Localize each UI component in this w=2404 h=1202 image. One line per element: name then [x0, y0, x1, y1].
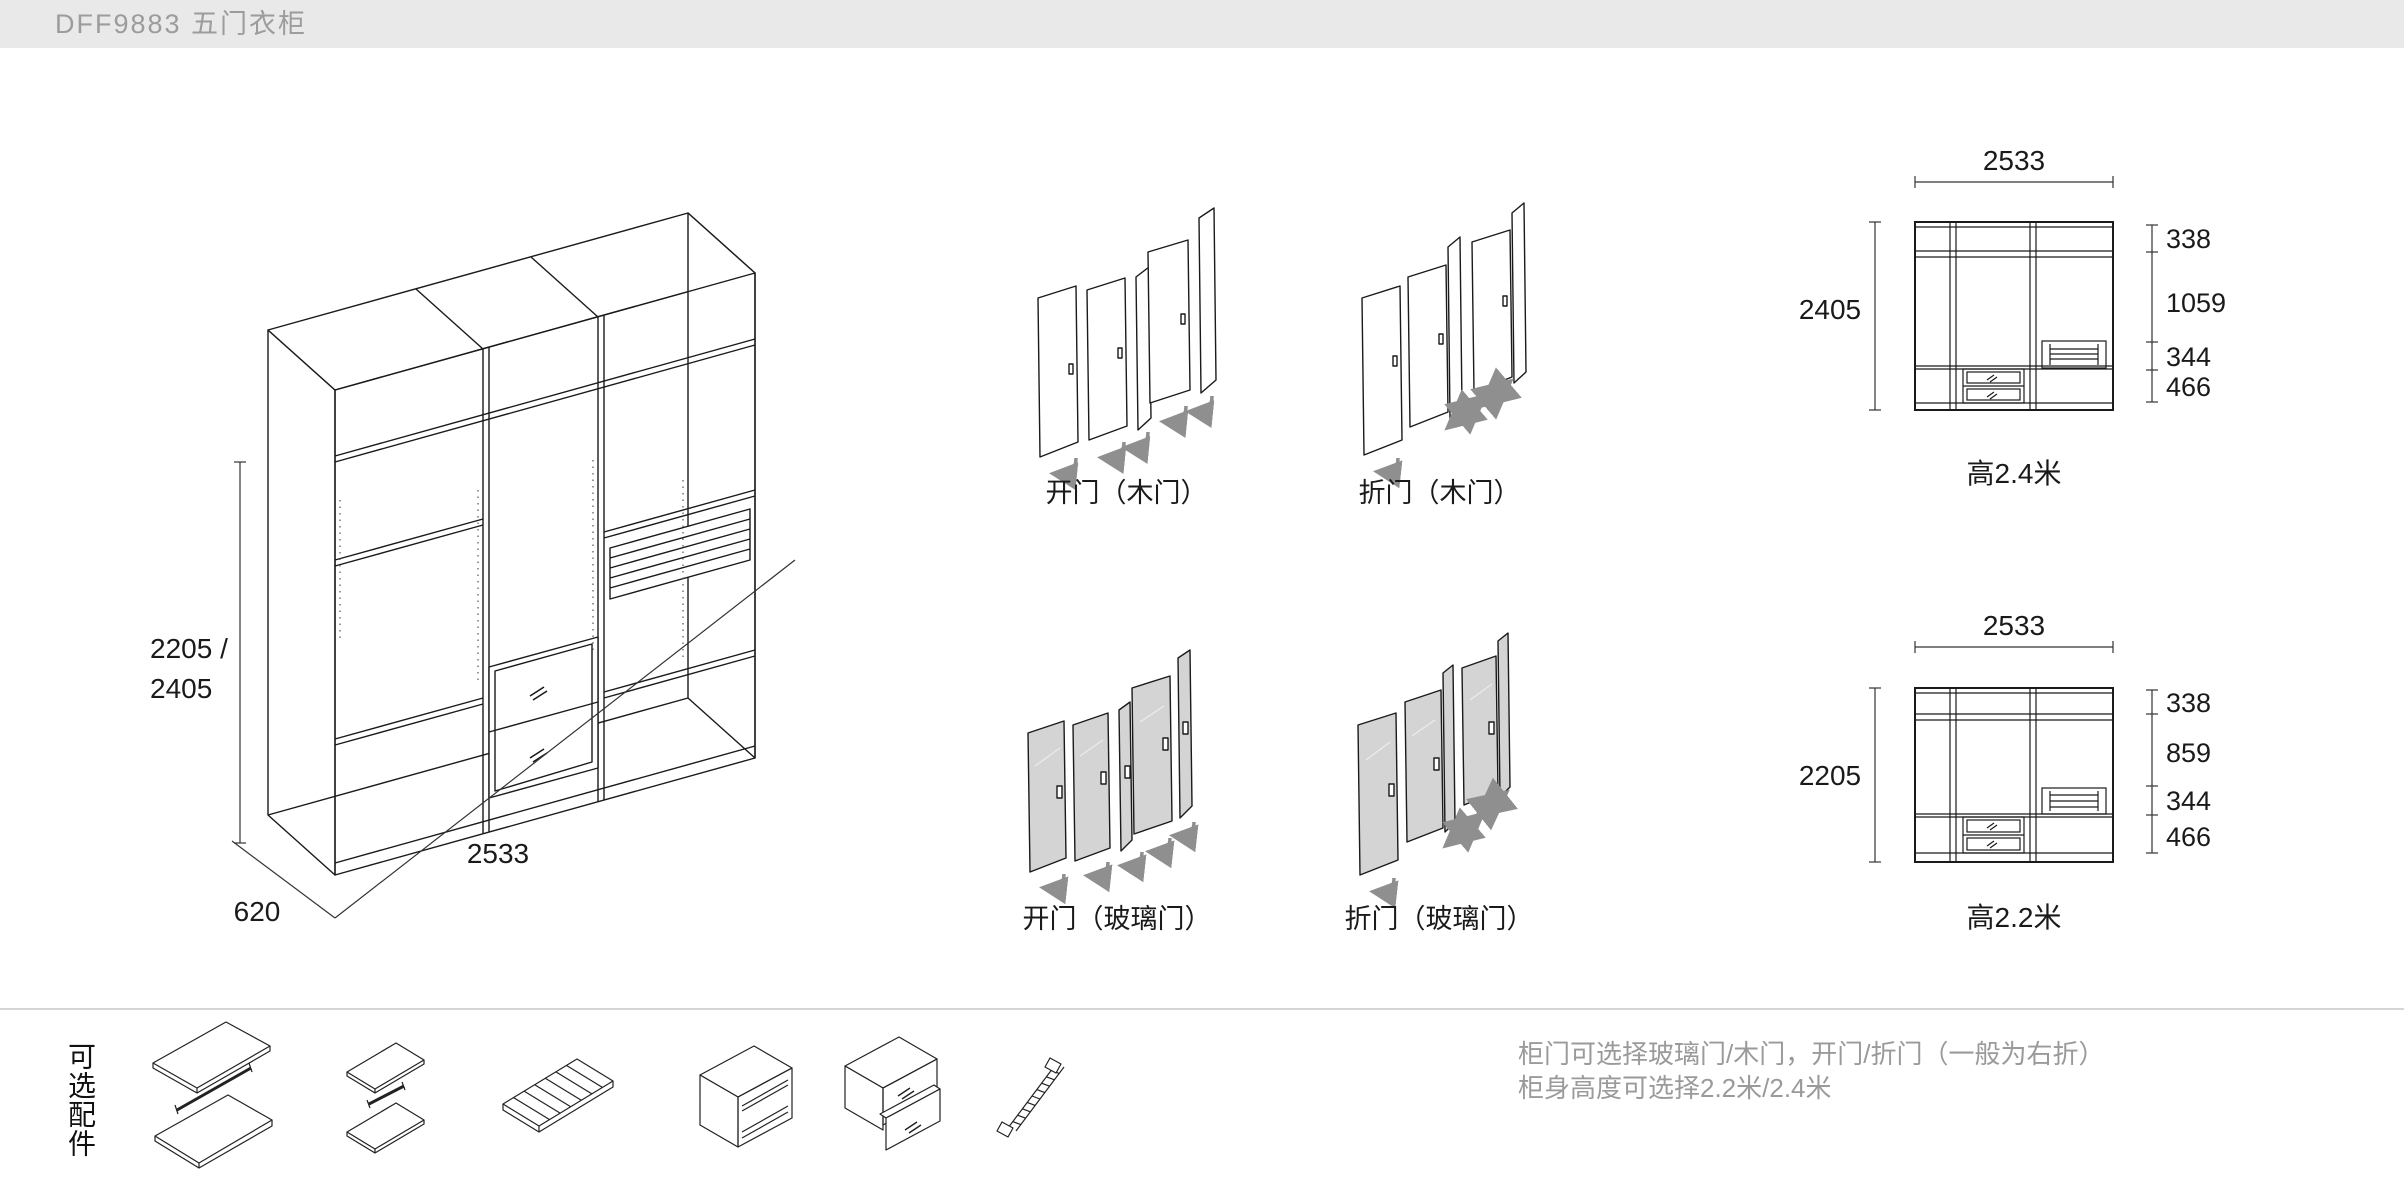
elev22-width-dim: 2533	[1982, 610, 2046, 641]
elev22-dim-338: 338	[2166, 688, 2212, 718]
elev24-dim-344: 344	[2166, 342, 2212, 372]
door-option-label-hinged-glass: 开门（玻璃门）	[1022, 904, 1212, 934]
folding-glass-doors-diagram	[1357, 632, 1518, 909]
accessory-shelf-pair-with-rod-small	[346, 1042, 425, 1154]
elev22-dim-859: 859	[2166, 738, 2212, 768]
wardrobe-isometric-drawing	[267, 212, 756, 876]
page-title: DFF9883 五门衣柜	[55, 9, 308, 39]
elev22-dim-344: 344	[2166, 786, 2212, 816]
hinged-wood-doors-diagram	[1037, 207, 1217, 491]
accessory-shelf-pair-with-rod-wide	[152, 1021, 273, 1169]
accessories-label: 可选配件	[65, 1042, 96, 1158]
elevation-2-4m-drawing	[1914, 221, 2114, 411]
door-option-label-hinged-wood: 开门（木门）	[1045, 478, 1208, 508]
elev22-dim-466: 466	[2166, 822, 2212, 852]
elev24-dim-466: 466	[2166, 372, 2212, 402]
section-divider	[0, 1008, 2404, 1010]
iso-height-dim-label-2: 2405	[150, 673, 213, 704]
note-line-2: 柜身高度可选择2.2米/2.4米	[1518, 1073, 1832, 1103]
iso-depth-dim-label: 620	[233, 896, 281, 927]
elev22-height-dim: 2205	[1798, 760, 1862, 791]
wardrobe-dimension-lines	[231, 461, 796, 919]
iso-height-dim-label: 2205 /	[150, 633, 228, 664]
accessory-drawer-unit-with-glass-front	[844, 1036, 941, 1151]
elev24-height-dim: 2405	[1798, 294, 1862, 325]
folding-wood-doors-diagram	[1361, 202, 1527, 489]
note-line-1: 柜门可选择玻璃门/木门，开门/折门（一般为右折）	[1518, 1039, 2105, 1069]
hinged-glass-doors-diagram	[1027, 649, 1199, 905]
elevation-2-4m-dimension-lines	[1869, 176, 2158, 411]
header-bar: DFF9883 五门衣柜	[0, 0, 2404, 48]
elev24-width-dim: 2533	[1982, 145, 2046, 176]
accessory-pull-out-pants-rack	[502, 1058, 614, 1133]
door-option-label-folding-wood: 折门（木门）	[1358, 478, 1521, 508]
elevation-2-2m-dimension-lines	[1869, 641, 2158, 863]
elev24-dim-338: 338	[2166, 224, 2212, 254]
accessory-open-drawer-unit	[699, 1045, 793, 1148]
accessory-pull-out-tie-rack	[996, 1057, 1065, 1138]
elev24-dim-1059: 1059	[2166, 288, 2227, 318]
elev22-caption: 高2.2米	[1966, 902, 2062, 933]
door-option-label-folding-glass: 折门（玻璃门）	[1344, 904, 1534, 934]
elevation-2-2m-drawing	[1914, 687, 2114, 863]
iso-width-dim-label: 2533	[466, 838, 530, 869]
elev24-caption: 高2.4米	[1966, 458, 2062, 489]
